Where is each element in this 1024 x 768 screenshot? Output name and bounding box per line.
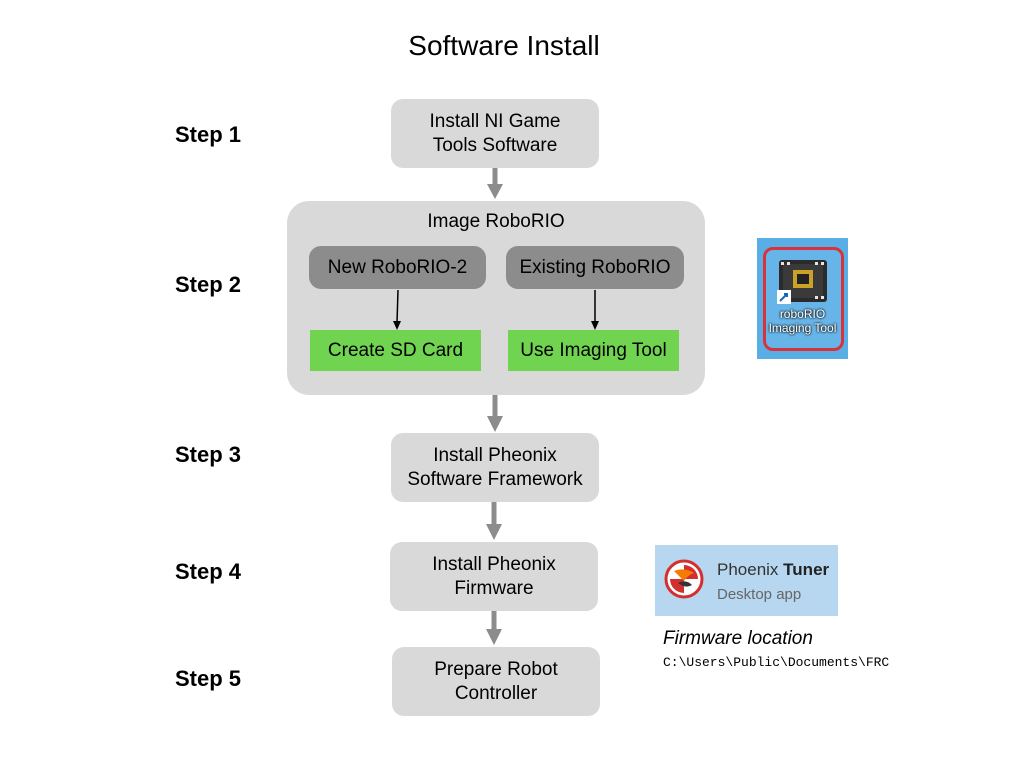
install-framework-text: Install Pheonix Software Framework (407, 444, 583, 490)
firmware-location-path: C:\Users\Public\Documents\FRC (663, 655, 890, 670)
arrow-step4-to-step5 (486, 611, 502, 645)
existing-roborio-node: Existing RoboRIO (506, 246, 684, 289)
install-framework-box: Install Pheonix Software Framework (391, 433, 599, 502)
install-firmware-box: Install Pheonix Firmware (390, 542, 598, 611)
arrow-step3-to-step4 (486, 502, 502, 540)
image-roborio-title: Image RoboRIO (427, 211, 565, 232)
icon-label-line1: roboRIO (779, 307, 826, 321)
tuner-name-part: Phoenix (717, 560, 779, 579)
create-sd-card-node: Create SD Card (310, 330, 481, 371)
arrow-existing-to-tool (591, 290, 599, 330)
tuner-app-subtitle: Desktop app (717, 586, 802, 603)
page-title: Software Install (408, 30, 600, 61)
roborio-imaging-tool-label: roboRIO Imaging Tool (757, 307, 848, 335)
step-5-label: Step 5 (175, 666, 242, 691)
install-ni-game-tools-text: Install NI Game Tools Software (429, 110, 561, 156)
prepare-controller-text: Prepare Robot Controller (434, 658, 558, 704)
step-3-label: Step 3 (175, 442, 242, 467)
tuner-app-name: Phoenix Tuner (717, 560, 829, 580)
phoenix-tuner-app-tile[interactable]: Phoenix Tuner Desktop app (655, 545, 838, 616)
roborio-board-icon (777, 260, 827, 304)
phoenix-logo-icon (664, 559, 704, 599)
prepare-controller-box: Prepare Robot Controller (392, 647, 600, 716)
roborio-imaging-tool-shortcut[interactable]: roboRIO Imaging Tool (757, 238, 848, 359)
install-ni-game-tools-box: Install NI Game Tools Software (391, 99, 599, 168)
tuner-name-bold-part: Tuner (783, 560, 830, 579)
arrow-new-to-sd (393, 289, 401, 330)
step-1-label: Step 1 (175, 122, 242, 147)
image-roborio-group: Image RoboRIO New RoboRIO-2 Existing Rob… (287, 201, 705, 395)
use-imaging-tool-node: Use Imaging Tool (508, 330, 679, 371)
new-roborio-2-node: New RoboRIO-2 (309, 246, 486, 289)
install-firmware-text: Install Pheonix Firmware (432, 553, 556, 599)
arrow-step1-to-step2 (487, 168, 503, 199)
firmware-location-label: Firmware location (663, 628, 813, 649)
icon-label-line2: Imaging Tool (768, 321, 837, 335)
step-2-label: Step 2 (175, 272, 242, 297)
arrow-step2-to-step3 (487, 395, 503, 432)
step-4-label: Step 4 (175, 559, 242, 584)
